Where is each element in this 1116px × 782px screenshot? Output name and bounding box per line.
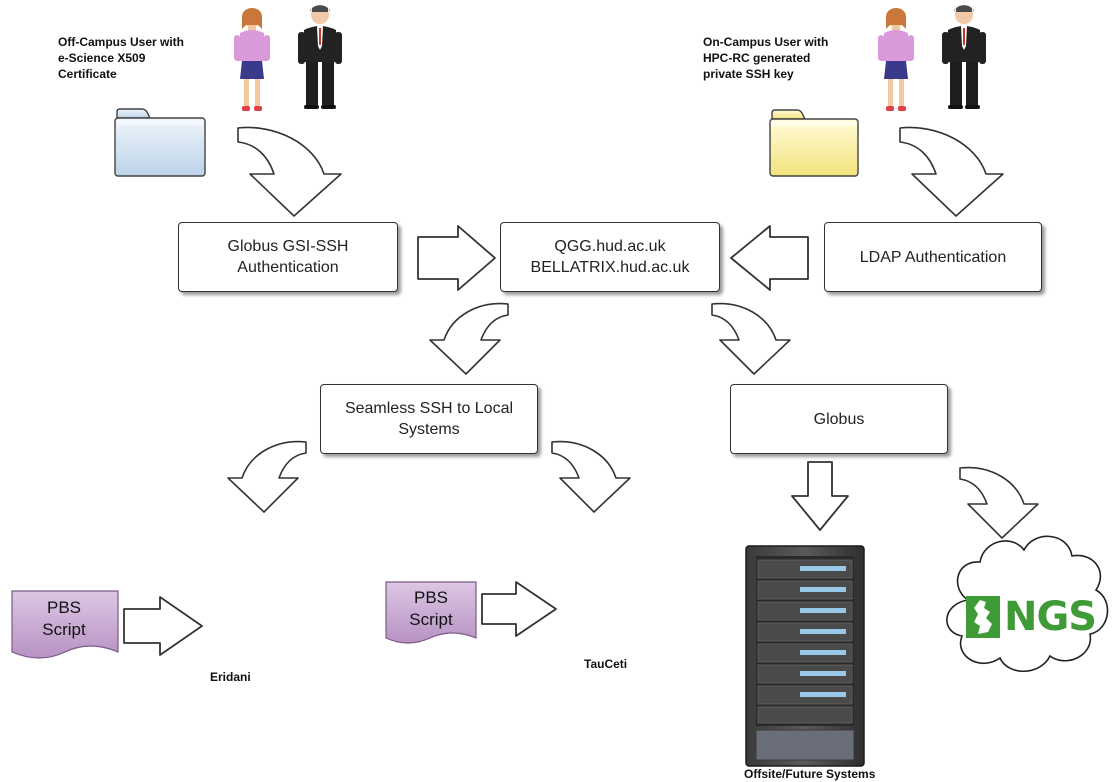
pbs-script-right: PBS Script: [386, 587, 476, 631]
seamless-box-line-2: Systems: [398, 421, 460, 438]
globus-box: Globus: [730, 384, 948, 454]
off-campus-user-label: Off-Campus User with e-Science X509 Cert…: [58, 34, 184, 82]
on-campus-line-3: private SSH key: [703, 67, 794, 81]
curved-arrow-icon: [237, 126, 342, 217]
pbs-script-left: PBS Script: [14, 597, 114, 641]
pbs-right-line-2: Script: [409, 610, 453, 629]
block-arrow-icon: [791, 461, 849, 531]
pbs-left-line-2: Script: [42, 620, 86, 639]
globus-box-line-1: Globus: [813, 410, 865, 428]
seamless-box-line-1: Seamless SSH to Local: [344, 400, 514, 417]
ngs-logo-text: NGS: [1004, 594, 1097, 640]
curved-arrow-icon: [959, 466, 1039, 539]
block-arrow-icon: [123, 596, 203, 656]
qgg-host: QGG.hud.ac.uk: [554, 238, 666, 255]
folder-icon: [114, 108, 206, 177]
ldap-box-line-1: LDAP Authentication: [859, 248, 1007, 266]
block-arrow-icon: [730, 225, 809, 291]
on-campus-line-2: HPC-RC generated: [703, 51, 811, 65]
tauceti-label: TauCeti: [584, 657, 628, 671]
curved-arrow-icon: [429, 302, 509, 375]
block-arrow-icon: [481, 581, 557, 637]
curved-arrow-icon: [227, 440, 307, 513]
man-user-icon: [298, 5, 342, 109]
login-nodes-box: QGG.hud.ac.uk BELLATRIX.hud.ac.uk: [500, 222, 720, 292]
pbs-right-line-1: PBS: [413, 588, 449, 607]
eridani-label: Eridani: [210, 670, 251, 684]
woman-user-icon: [878, 8, 914, 111]
curved-arrow-icon: [899, 126, 1004, 217]
folder-icon: [769, 109, 859, 177]
on-campus-user-label: On-Campus User with HPC-RC generated pri…: [703, 34, 828, 82]
offsite-systems-label: Offsite/Future Systems: [744, 767, 876, 781]
man-user-icon: [942, 5, 986, 109]
gsi-box-line-2: Authentication: [237, 259, 339, 276]
gsi-box-line-1: Globus GSI-SSH: [227, 238, 349, 255]
off-campus-line-2: e-Science X509: [58, 51, 146, 65]
off-campus-line-3: Certificate: [58, 67, 117, 81]
ldap-authentication-box: LDAP Authentication: [824, 222, 1042, 292]
gsi-ssh-authentication-box: Globus GSI-SSH Authentication: [178, 222, 398, 292]
off-campus-line-1: Off-Campus User with: [58, 35, 185, 49]
document-icon: [11, 590, 119, 659]
server-rack-icon: [745, 545, 865, 767]
cloud-icon: [946, 535, 1109, 672]
pbs-left-line-1: PBS: [46, 598, 82, 617]
document-icon: [385, 581, 477, 644]
curved-arrow-icon: [711, 302, 791, 375]
seamless-ssh-box: Seamless SSH to Local Systems: [320, 384, 538, 454]
on-campus-line-1: On-Campus User with: [703, 35, 829, 49]
woman-user-icon: [234, 8, 270, 111]
curved-arrow-icon: [551, 440, 631, 513]
block-arrow-icon: [417, 225, 496, 291]
bellatrix-host: BELLATRIX.hud.ac.uk: [530, 259, 690, 276]
